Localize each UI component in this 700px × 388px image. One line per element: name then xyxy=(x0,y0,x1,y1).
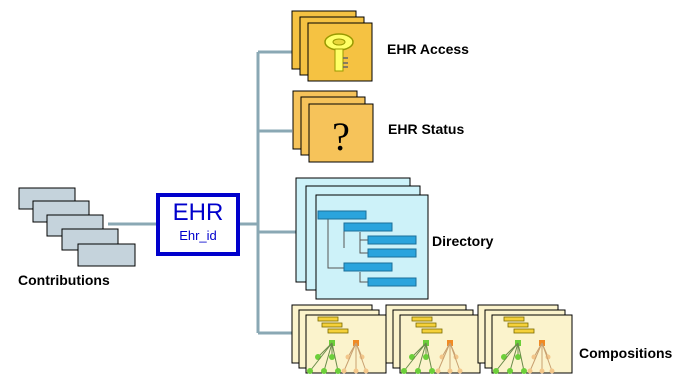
key-icon xyxy=(324,33,354,72)
compositions-stacks xyxy=(291,304,573,374)
composition-stack xyxy=(291,304,387,374)
ehr-title: EHR xyxy=(172,199,224,226)
contributions-label: Contributions xyxy=(18,272,110,288)
ehr-box xyxy=(156,193,240,256)
compositions-label: Compositions xyxy=(579,345,673,361)
composition-folder xyxy=(491,314,573,374)
composition-folder xyxy=(399,314,481,374)
tree-icon xyxy=(307,316,369,374)
composition-folder xyxy=(305,314,387,374)
tree-icon xyxy=(401,316,463,374)
ehr-status-stack xyxy=(292,90,374,163)
status-folder xyxy=(308,103,374,163)
ehr-access-stack xyxy=(291,10,373,82)
composition-stack xyxy=(385,304,481,374)
ehr-id: Ehr_id xyxy=(179,228,217,243)
question-mark-icon: ? xyxy=(332,114,350,159)
contributions-stack xyxy=(18,187,136,267)
hierarchy-bars-icon xyxy=(317,210,417,287)
contribution-doc xyxy=(77,243,136,267)
connectors xyxy=(108,50,296,335)
tree-icon xyxy=(493,316,555,374)
directory-label: Directory xyxy=(432,233,494,249)
composition-stack xyxy=(477,304,573,374)
ehr-access-label: EHR Access xyxy=(387,41,469,57)
ehr-status-label: EHR Status xyxy=(388,121,465,137)
